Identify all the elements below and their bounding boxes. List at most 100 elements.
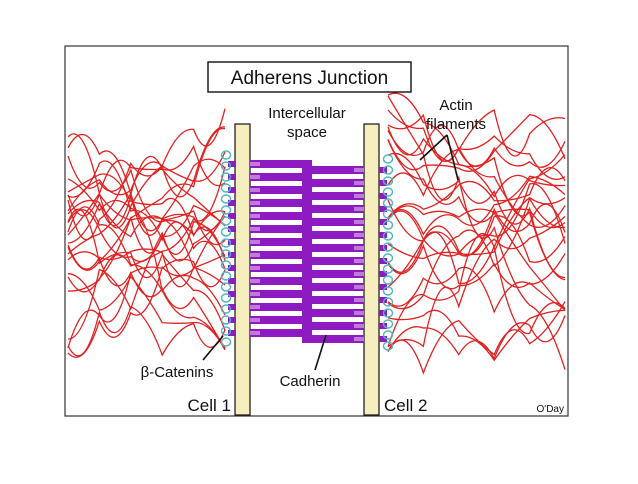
cadherin-left-anchor [250, 188, 260, 192]
actin-filament [67, 215, 226, 340]
cell-2-label: Cell 2 [384, 396, 427, 415]
cadherin-right-strand [302, 270, 364, 278]
cadherin-right-strand [302, 283, 364, 291]
cadherin-left-strand [250, 238, 312, 246]
cadherin-left-anchor [250, 292, 260, 296]
cadherin-left-anchor [250, 253, 260, 257]
catenin-left [220, 150, 232, 160]
actin-filament [387, 175, 566, 236]
cadherin-left-anchor [250, 305, 260, 309]
cadherin-left-strand [250, 173, 312, 181]
actin-filament [387, 216, 566, 348]
cadherin-left-strand [250, 329, 312, 337]
catenin-right [382, 308, 394, 318]
cadherin-right-strand [302, 322, 364, 330]
cadherin-right-anchor [354, 298, 364, 302]
actin-filament [67, 133, 226, 227]
cadherin-right-anchor [354, 259, 364, 263]
cadherin-right-anchor [354, 246, 364, 250]
cadherin-left-anchor [250, 201, 260, 205]
catenin-right [382, 297, 394, 307]
cadherin-right-anchor [354, 194, 364, 198]
catenin-right [382, 275, 394, 285]
catenin-left [220, 205, 232, 215]
actin-filament [67, 206, 226, 349]
cadherin-right-anchor [354, 311, 364, 315]
catenin-left [220, 271, 232, 281]
actin-filament [387, 141, 566, 198]
cadherin-right-strand [302, 192, 364, 200]
catenin-right [382, 198, 394, 208]
actin-filament [67, 273, 226, 351]
catenins-label: β-Catenins [141, 364, 214, 381]
catenin-right [382, 154, 394, 164]
cadherin-tail-right [379, 271, 387, 277]
cadherin-tail-right [379, 193, 387, 199]
cadherin-left-strand [250, 251, 312, 259]
actin-filament [67, 258, 226, 349]
catenin-right [382, 231, 394, 241]
catenin-left [220, 249, 232, 259]
catenin-right [382, 187, 394, 197]
intercellular-label-line1: Intercellular [268, 105, 346, 122]
actin-filament [387, 114, 566, 172]
catenin-right [382, 341, 394, 351]
actin-filament [387, 113, 566, 228]
cadherin-tail-left [228, 291, 236, 297]
cadherin-right-strand [302, 205, 364, 213]
cadherin-tail-right [379, 206, 387, 212]
actin-filament [387, 243, 566, 310]
beta-catenin-complexes [220, 150, 394, 351]
cadherin-left-strand [250, 199, 312, 207]
cadherin-right-anchor [354, 168, 364, 172]
cadherin-left-strand [250, 160, 312, 168]
actin-filaments-right [387, 92, 566, 375]
cadherin-tail-left [228, 161, 236, 167]
catenin-left [220, 315, 232, 325]
actin-filament [387, 205, 566, 229]
cadherin-tail-right [379, 258, 387, 264]
cadherin-right-strand [302, 244, 364, 252]
actin-filament [387, 210, 566, 263]
actin-filament [387, 109, 566, 157]
cadherin-tail-right [379, 219, 387, 225]
actin-filament [67, 216, 226, 358]
cadherin-right-anchor [354, 337, 364, 341]
cadherin-pointer [314, 334, 327, 371]
actin-filament [387, 95, 566, 370]
author-credit: O'Day [537, 404, 564, 415]
actin-label-line1: Actin [439, 97, 472, 114]
actin-filament [67, 127, 226, 293]
catenin-left [220, 293, 232, 303]
catenin-left [220, 238, 232, 248]
actin-filament [387, 197, 566, 310]
actin-filament [387, 126, 566, 198]
cadherin-tail-left [228, 213, 236, 219]
catenin-right [382, 165, 394, 175]
catenins-pointer [202, 335, 224, 361]
actin-pointer-2 [446, 134, 459, 181]
cell-1-label: Cell 1 [188, 396, 231, 415]
cadherin-left-anchor [250, 331, 260, 335]
title-box [207, 61, 412, 93]
catenin-left [220, 183, 232, 193]
cadherin-tail-left [228, 278, 236, 284]
cadherin-right-anchor [354, 285, 364, 289]
cadherin-right-strand [302, 218, 364, 226]
cadherin-right-anchor [354, 272, 364, 276]
actin-filament [67, 155, 226, 261]
actin-filaments-left [67, 108, 226, 358]
actin-filament [67, 173, 226, 238]
catenin-right [382, 209, 394, 219]
cadherin-left-anchor [250, 227, 260, 231]
diagram-title: Adherens Junction [231, 68, 388, 89]
cadherin-left-strand [250, 303, 312, 311]
catenin-left [220, 304, 232, 314]
actin-pointer-1 [419, 134, 448, 161]
cell-1-membrane [234, 123, 251, 416]
cadherin-right-anchor [354, 220, 364, 224]
catenin-left [220, 172, 232, 182]
cadherin-tail-left [228, 187, 236, 193]
